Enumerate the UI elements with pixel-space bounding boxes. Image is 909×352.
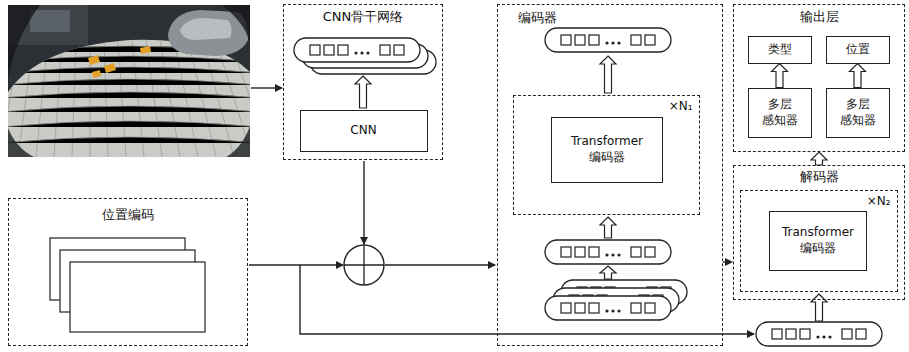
decoder-group: 解码器 ×N₂ Transformer 编码器 bbox=[733, 165, 905, 300]
token-row bbox=[545, 28, 671, 52]
encoder-group: 编码器 ×N₁ Transformer 编码器 bbox=[497, 4, 723, 346]
connector bbox=[811, 152, 827, 165]
box-label: 多层 感知器 bbox=[832, 97, 884, 128]
query-wire bbox=[300, 265, 754, 334]
mlp-box: 多层 感知器 bbox=[748, 88, 812, 138]
box-label: 位置 bbox=[846, 42, 870, 58]
process-box: Transformer 编码器 bbox=[769, 211, 867, 271]
block-arrow bbox=[811, 294, 827, 321]
group-title: 解码器 bbox=[734, 169, 904, 185]
box-label: CNN bbox=[350, 123, 376, 139]
token-stack bbox=[545, 280, 687, 320]
process-box: CNN bbox=[300, 110, 428, 152]
repeat-group: ×N₂ Transformer 编码器 bbox=[740, 190, 898, 292]
encoding-group: 位置编码 bbox=[8, 198, 248, 346]
output-box: 位置 bbox=[826, 36, 890, 64]
input-arrow bbox=[251, 87, 282, 88]
box-label: Transformer 编码器 bbox=[775, 225, 861, 256]
sum-symbol bbox=[344, 245, 384, 285]
block-arrow bbox=[600, 56, 616, 93]
group-title: ×N₁ bbox=[669, 99, 693, 113]
group-title: 输出层 bbox=[734, 9, 904, 25]
group-title: ×N₂ bbox=[867, 194, 891, 208]
connector bbox=[850, 64, 866, 88]
group-title: 位置编码 bbox=[9, 207, 247, 223]
output-group: 输出层类型 位置多层 感知器多层 感知器 bbox=[733, 4, 905, 152]
output-box: 类型 bbox=[748, 36, 812, 64]
encoding-pages bbox=[50, 238, 205, 332]
sum-wire bbox=[385, 264, 495, 265]
process-box: Transformer 编码器 bbox=[551, 117, 663, 183]
box-label: Transformer 编码器 bbox=[557, 134, 657, 165]
feature-stack bbox=[294, 38, 436, 74]
mlp-box: 多层 感知器 bbox=[826, 88, 890, 138]
box-label: 多层 感知器 bbox=[754, 97, 806, 128]
fisheye-photo bbox=[0, 5, 270, 157]
group-title: CNN骨干网络 bbox=[284, 9, 442, 25]
feature-wire bbox=[363, 161, 364, 244]
repeat-group: ×N₁ Transformer 编码器 bbox=[513, 95, 700, 215]
backbone-group: CNN骨干网络 CNN bbox=[283, 4, 443, 160]
connector bbox=[772, 64, 788, 88]
box-label: 类型 bbox=[768, 42, 792, 58]
block-arrow bbox=[600, 266, 616, 279]
block-arrow bbox=[355, 76, 371, 108]
group-title: 编码器 bbox=[518, 10, 557, 26]
query-row bbox=[756, 322, 882, 346]
token-row bbox=[545, 240, 671, 264]
encoding-wire bbox=[249, 264, 343, 265]
block-arrow bbox=[600, 217, 616, 238]
connector bbox=[725, 258, 733, 266]
